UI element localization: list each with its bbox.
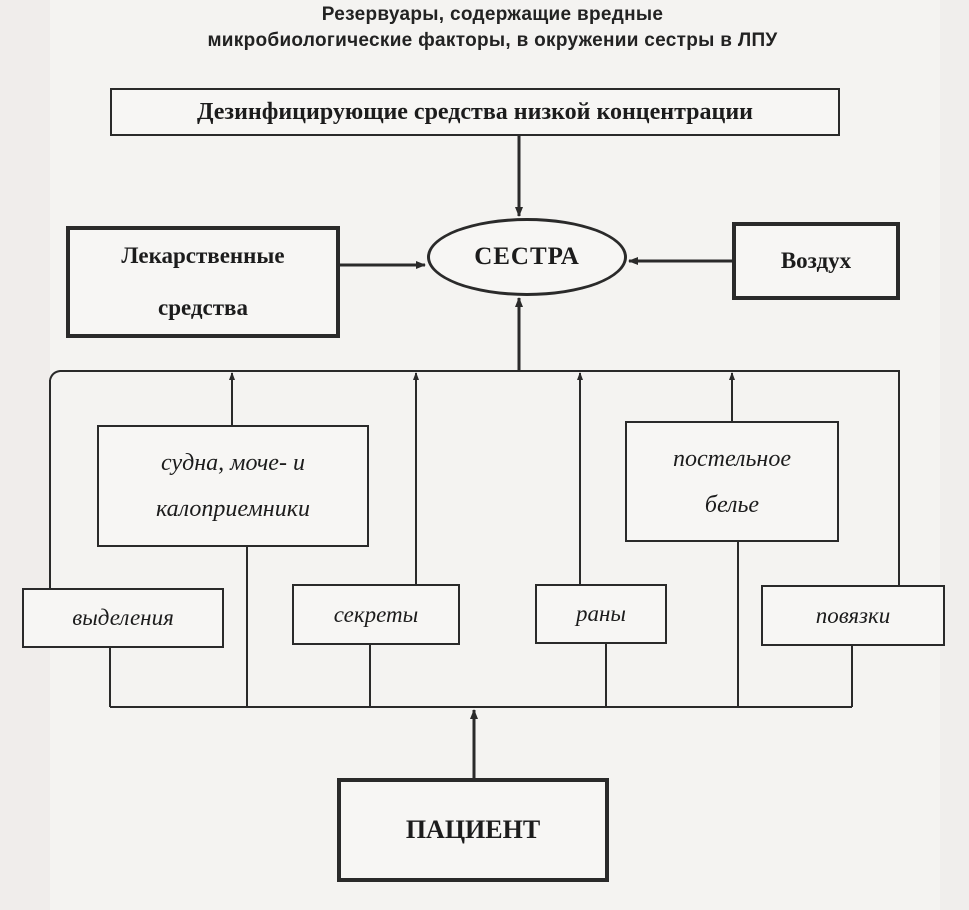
patient-box: ПАЦИЕНТ [337, 778, 609, 882]
bed-linen-line-2: белье [704, 491, 760, 518]
vessels-box: судна, моче- и калоприемники [97, 425, 369, 547]
medications-box: Лекарственные средства [66, 226, 340, 338]
medications-line-2: средства [158, 295, 248, 320]
secretions-box: секреты [292, 584, 460, 645]
vessels-line-1: судна, моче- и [161, 450, 305, 476]
vessels-line-2: калоприемники [156, 496, 310, 522]
bandages-box: повязки [761, 585, 945, 646]
air-box: Воздух [732, 222, 900, 300]
bed-linen-line-1: постельное [673, 445, 791, 472]
top-collector-bus [49, 370, 900, 381]
wounds-box: раны [535, 584, 667, 644]
diagram-title-line-2: микробиологические факторы, в окружении … [207, 30, 778, 51]
nurse-ellipse: СЕСТРА [427, 218, 627, 296]
medications-line-1: Лекарственные [121, 243, 285, 268]
diagram-title-line-1: Резервуары, содержащие вредные [321, 4, 664, 25]
disinfectant-box: Дезинфицирующие средства низкой концентр… [110, 88, 840, 136]
bed-linen-box: постельное белье [625, 421, 839, 542]
excretions-box: выделения [22, 588, 224, 648]
